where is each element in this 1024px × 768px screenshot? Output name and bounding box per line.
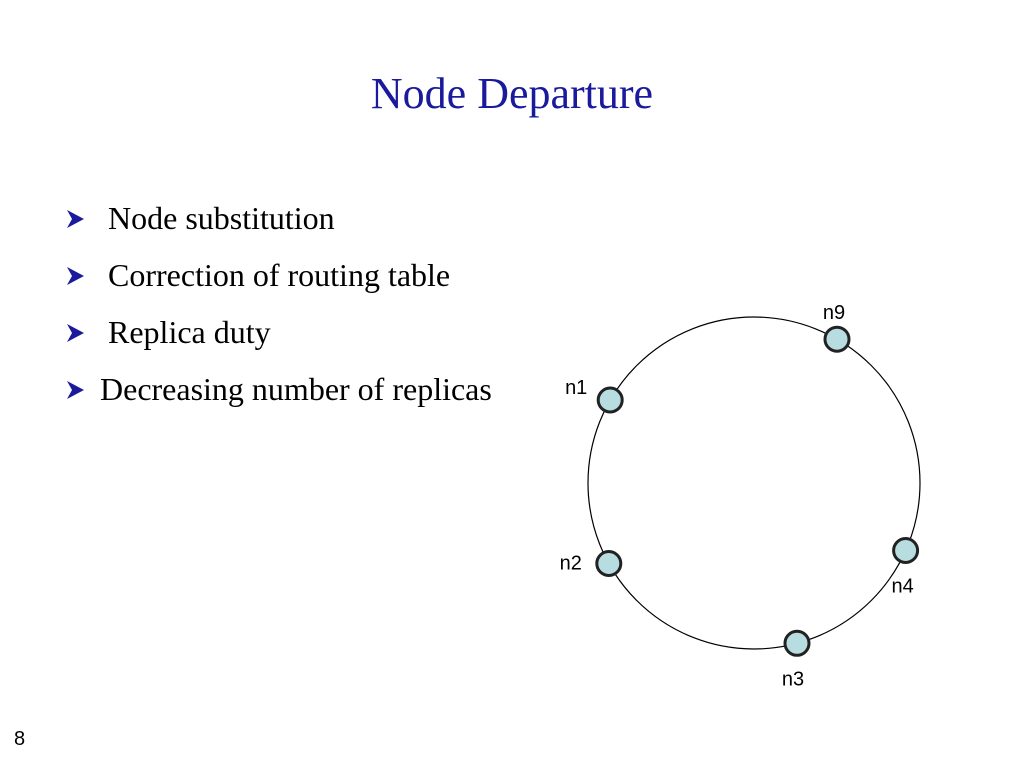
ring-node-label-n2: n2 [560, 553, 582, 575]
slide-title: Node Departure [370, 69, 654, 118]
ring-node-label-n4: n4 [891, 576, 913, 598]
bullet-item-4: Decreasing number of replicas [64, 361, 492, 418]
arrowhead-bullet-icon [64, 379, 100, 401]
bullet-text: Correction of routing table [108, 257, 451, 293]
bullet-text: Replica duty [108, 314, 271, 350]
bullet-text: Node substitution [108, 200, 335, 236]
bullet-item-3: Replica duty [64, 304, 492, 361]
ring-node-label-n1: n1 [565, 377, 587, 399]
bullet-list: Node substitution Correction of routing … [64, 190, 492, 418]
ring-node-n3 [783, 629, 811, 657]
arrowhead-bullet-icon [64, 265, 108, 287]
ring-node-label-n9: n9 [823, 302, 845, 324]
arrowhead-bullet-icon [64, 322, 108, 344]
ring-node-n2 [595, 550, 623, 577]
slide-number: 8 [14, 728, 26, 750]
bullet-text: Decreasing number of replicas [100, 371, 492, 407]
ring-nodes: n1 n9 n2 n4 n3 [560, 302, 920, 690]
ring-node-n1 [596, 386, 624, 414]
ring-node-label-n3: n3 [782, 668, 804, 690]
arrowhead-bullet-icon [64, 208, 108, 230]
ring-circle [587, 316, 921, 650]
bullet-item-2: Correction of routing table [64, 247, 492, 304]
ring-node-n9 [823, 325, 851, 353]
bullet-item-1: Node substitution [64, 190, 492, 247]
ring-node-n4 [892, 537, 920, 564]
